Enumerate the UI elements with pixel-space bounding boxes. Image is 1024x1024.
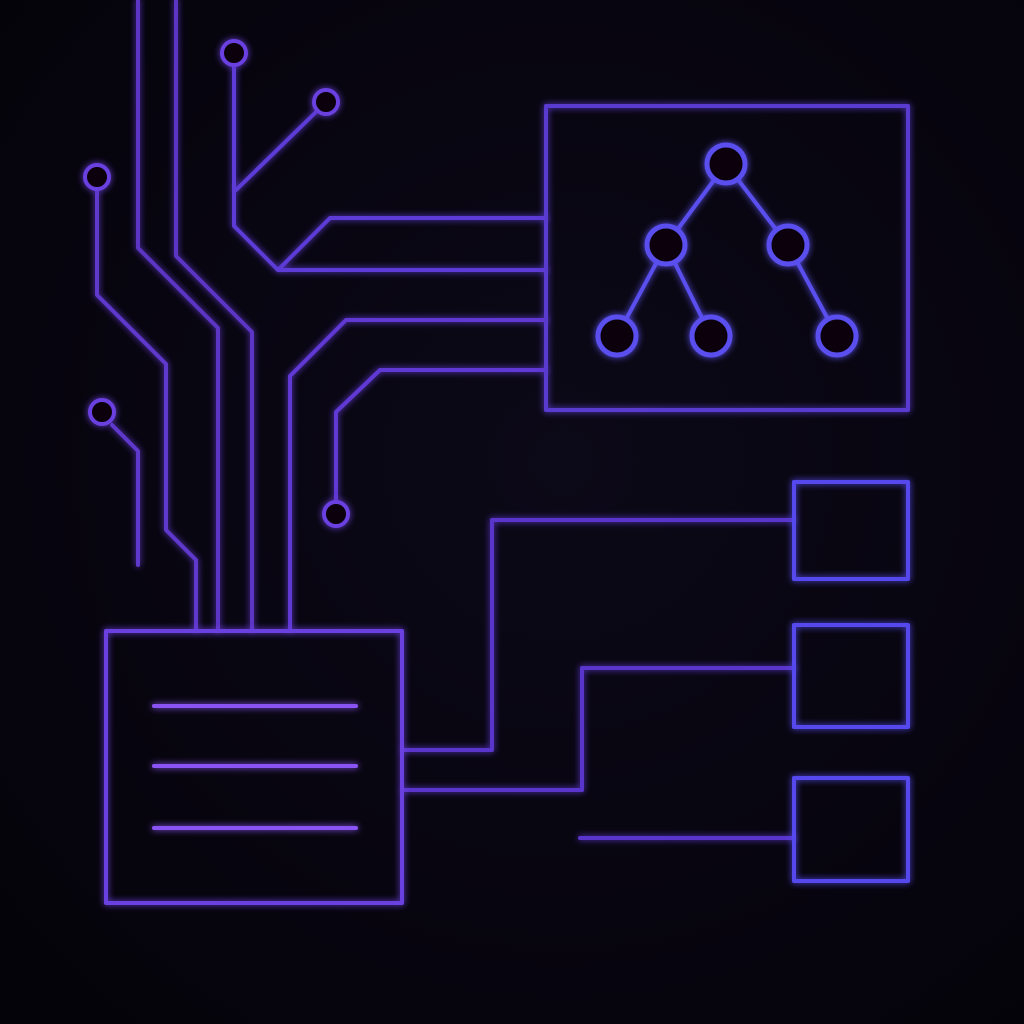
tree-diagram-panel	[544, 104, 910, 412]
tree-node-root	[704, 142, 748, 186]
trace-left-pad	[95, 188, 198, 632]
circuit-pad-icon	[322, 500, 350, 528]
tree-diagram-frame	[544, 104, 910, 412]
circuit-pad-icon	[220, 39, 248, 67]
tree-node-leaf	[815, 314, 859, 358]
trace-bus-1	[136, 0, 220, 632]
trace-output-1	[402, 518, 796, 752]
circuit-pad-icon	[312, 88, 340, 116]
trace-top-pad-a	[232, 64, 548, 272]
trace-lower-left-pad	[110, 423, 140, 567]
hierarchy-tree-icon	[595, 142, 859, 358]
circuit-pad-icon	[83, 163, 111, 191]
trace-tree-input-4	[334, 368, 548, 504]
trace-tree-input-1	[276, 216, 548, 272]
output-box-1	[792, 480, 910, 581]
trace-tree-input-3	[288, 318, 548, 632]
document-frame	[104, 629, 404, 905]
tree-node-level2	[766, 223, 810, 267]
output-boxes	[792, 480, 910, 883]
output-box-2	[792, 623, 910, 729]
circuit-traces	[95, 0, 796, 840]
trace-output-2	[402, 666, 796, 792]
tree-node-leaf	[689, 314, 733, 358]
document-lines-icon	[152, 704, 358, 830]
document-panel	[104, 629, 404, 905]
output-box-3	[792, 776, 910, 883]
circuit-pads	[83, 39, 350, 528]
tree-node-leaf	[595, 314, 639, 358]
circuit-pad-icon	[88, 398, 116, 426]
trace-bus-2	[174, 0, 254, 632]
trace-top-pad-b	[234, 110, 318, 192]
tree-node-level2	[644, 223, 688, 267]
